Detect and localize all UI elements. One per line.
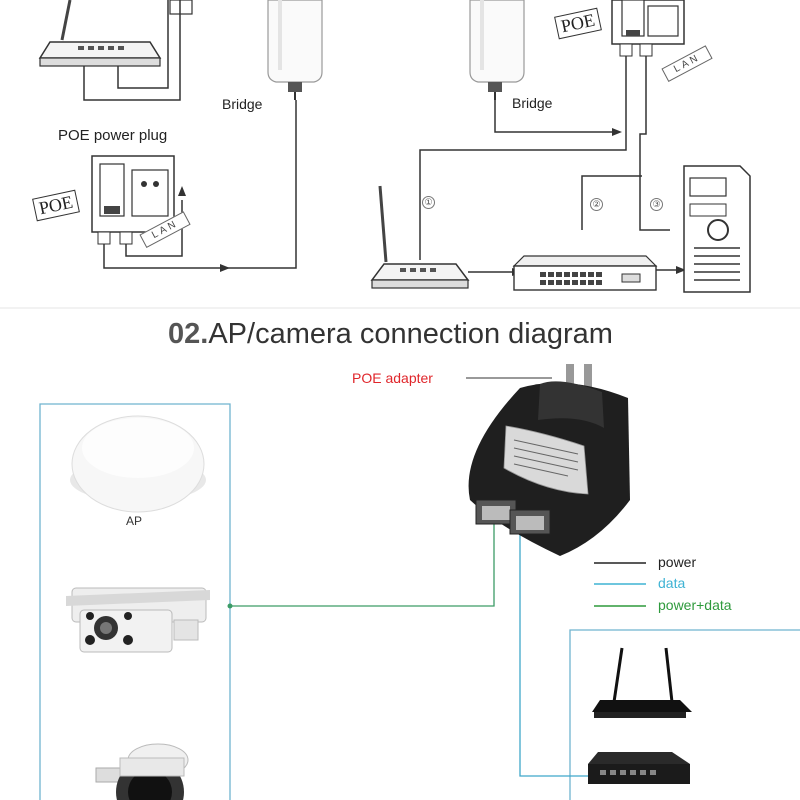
switch-icon	[512, 255, 658, 291]
ap-label: AP	[126, 514, 143, 528]
ap-camera-connection-diagram	[39, 364, 800, 800]
switch-icon	[588, 752, 690, 784]
section-title: 02.AP/camera connection diagram	[168, 318, 613, 351]
router-icon	[592, 647, 692, 718]
poe-adapter-label: POE adapter	[352, 370, 433, 386]
router-icon	[370, 185, 470, 289]
bridge-label: Bridge	[512, 95, 553, 111]
section-title-text: AP/camera connection diagram	[208, 318, 613, 350]
camera-bullet-icon	[66, 587, 210, 653]
poe-power-plug-icon	[611, 0, 685, 57]
router-icon	[38, 0, 162, 67]
bridge-icon	[267, 0, 323, 100]
camera-dome-icon	[95, 743, 189, 800]
legend-label-power-data: power+data	[658, 597, 732, 613]
poe-adapter-icon	[468, 364, 630, 556]
poe-power-plug-icon	[91, 155, 175, 245]
port-marker: ③	[650, 198, 663, 211]
bridge-connection-diagram	[0, 0, 800, 309]
bridge-label: Bridge	[222, 96, 263, 112]
poe-power-plug-label: POE power plug	[58, 127, 168, 144]
ap-icon	[70, 415, 206, 513]
legend-label-power: power	[658, 554, 697, 570]
section-title-number: 02.	[168, 318, 209, 350]
legend-lines	[594, 562, 646, 607]
port-marker: ②	[590, 198, 603, 211]
bridge-icon	[469, 0, 525, 100]
outlet-icon	[169, 0, 193, 15]
port-marker: ①	[422, 196, 435, 209]
pc-tower-icon	[683, 165, 751, 293]
legend-label-data: data	[658, 575, 686, 591]
